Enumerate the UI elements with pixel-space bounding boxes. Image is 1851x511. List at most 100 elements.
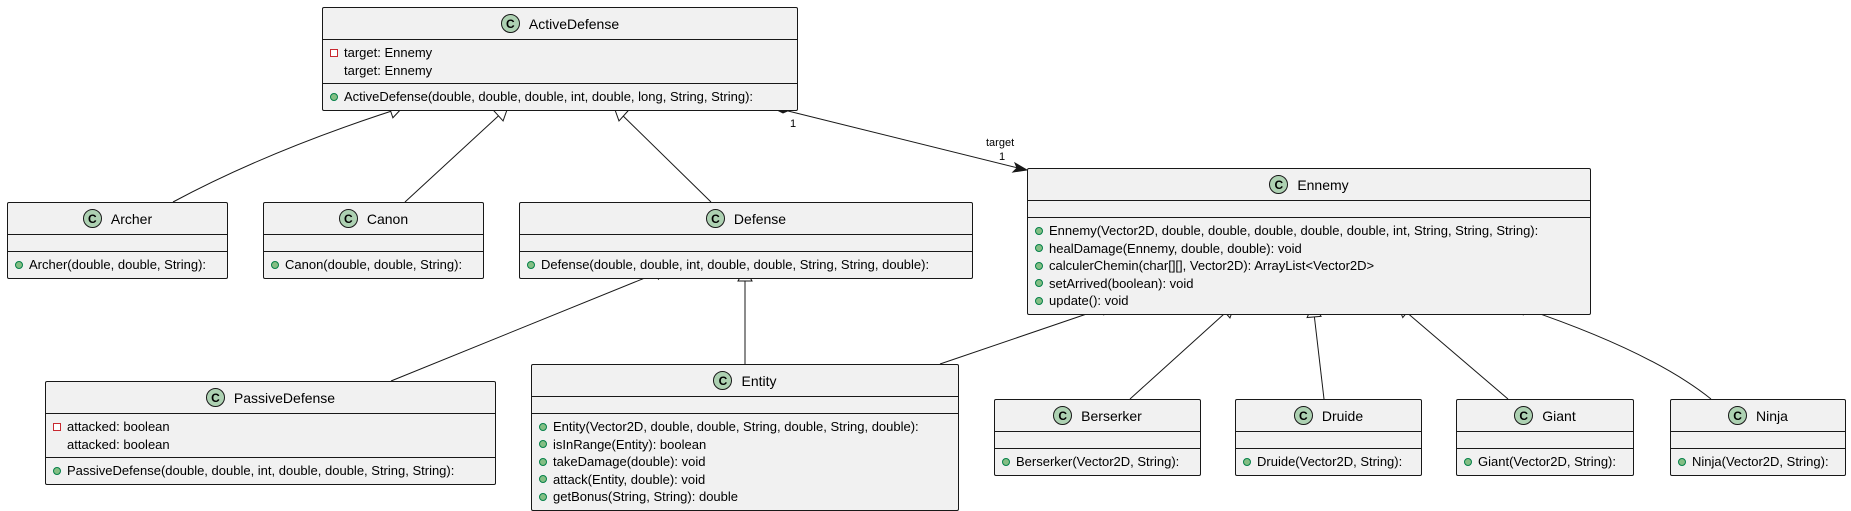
inheritance-line: [390, 268, 668, 382]
class-header: C ActiveDefense: [323, 8, 797, 40]
composition-target-multiplicity: 1: [999, 151, 1006, 163]
public-visibility-icon: [527, 260, 535, 269]
private-visibility-icon: [330, 48, 338, 57]
inheritance-line: [1513, 304, 1712, 400]
member-text: Ninja(Vector2D, String):: [1692, 454, 1829, 469]
class-method[interactable]: getBonus(String, String): double: [539, 488, 958, 506]
member-text: Defense(double, double, int, double, dou…: [541, 257, 930, 272]
class-type-icon: C: [338, 209, 358, 228]
class-type-icon: C: [205, 388, 225, 407]
class-type-icon: C: [1514, 406, 1534, 425]
inheritance-line: [614, 107, 712, 203]
public-visibility-icon: [539, 475, 547, 484]
class-method[interactable]: takeDamage(double): void: [539, 453, 958, 471]
class-method[interactable]: isInRange(Entity): boolean: [539, 436, 958, 454]
class-method[interactable]: healDamage(Ennemy, double, double): void: [1035, 240, 1590, 258]
private-visibility-icon: [53, 422, 61, 431]
class-method[interactable]: attack(Entity, double): void: [539, 471, 958, 489]
member-text: Archer(double, double, String):: [29, 257, 207, 272]
class-method[interactable]: Defense(double, double, int, double, dou…: [527, 256, 972, 274]
inheritance-line: [1129, 304, 1235, 400]
class-method[interactable]: Canon(double, double, String):: [271, 256, 483, 274]
class-method[interactable]: PassiveDefense(double, double, int, doub…: [53, 462, 495, 480]
member-text: Canon(double, double, String):: [285, 257, 463, 272]
public-visibility-icon: [1678, 457, 1686, 466]
class-method[interactable]: calculerChemin(char[][], Vector2D): Arra…: [1035, 257, 1590, 275]
member-text: Entity(Vector2D, double, double, String,…: [553, 419, 919, 434]
class-type-icon: C: [1728, 406, 1748, 425]
class-name: ActiveDefense: [528, 15, 620, 32]
class-type-icon: C: [705, 209, 725, 228]
class-method[interactable]: ActiveDefense(double, double, double, in…: [330, 88, 797, 106]
public-visibility-icon: [53, 466, 61, 475]
inheritance-line: [1312, 304, 1325, 400]
class-method[interactable]: setArrived(boolean): void: [1035, 275, 1590, 293]
class-field[interactable]: target: Ennemy: [330, 44, 797, 62]
class-method[interactable]: Berserker(Vector2D, String):: [1002, 453, 1200, 471]
class-field[interactable]: attacked: boolean: [53, 418, 495, 436]
member-text: ActiveDefense(double, double, double, in…: [344, 89, 754, 104]
public-visibility-icon: [1243, 457, 1251, 466]
public-visibility-icon: [539, 492, 547, 501]
member-text: takeDamage(double): void: [553, 454, 706, 469]
class-method[interactable]: Ninja(Vector2D, String):: [1678, 453, 1845, 471]
class-methods-section: PassiveDefense(double, double, int, doub…: [46, 458, 495, 484]
class-method[interactable]: Druide(Vector2D, String):: [1243, 453, 1421, 471]
public-visibility-icon: [539, 440, 547, 449]
class-method[interactable]: update(): void: [1035, 292, 1590, 310]
class-name: Druide: [1321, 407, 1364, 424]
class-method[interactable]: Ennemy(Vector2D, double, double, double,…: [1035, 222, 1590, 240]
class-method[interactable]: Archer(double, double, String):: [15, 256, 227, 274]
class-fields-section: [1671, 432, 1845, 449]
inheritance-line: [1397, 304, 1509, 400]
class-name: Archer: [110, 210, 153, 227]
member-text: Giant(Vector2D, String):: [1478, 454, 1616, 469]
member-text: Druide(Vector2D, String):: [1257, 454, 1403, 469]
member-text: target: Ennemy: [344, 62, 433, 78]
member-text: setArrived(boolean): void: [1049, 275, 1194, 291]
composition-line: [783, 109, 1019, 169]
composition-source-multiplicity: 1: [790, 118, 797, 130]
class-methods-section: Canon(double, double, String):: [264, 252, 483, 278]
inheritance-line: [404, 107, 508, 203]
composition-arrowhead: [1011, 161, 1029, 173]
class-field[interactable]: target: Ennemy: [330, 62, 797, 80]
member-text: attacked: boolean: [67, 436, 170, 452]
class-field[interactable]: attacked: boolean: [53, 436, 495, 454]
member-text: getBonus(String, String): double: [553, 489, 738, 504]
class-fields-section: [532, 397, 958, 414]
class-fields-section: [520, 235, 972, 252]
public-visibility-icon: [1035, 261, 1043, 270]
class-fields-section: [995, 432, 1200, 449]
class-name: PassiveDefense: [233, 389, 336, 406]
composition-target-role: target: [986, 137, 1015, 149]
class-type-icon: C: [500, 14, 520, 33]
class-method[interactable]: Giant(Vector2D, String):: [1464, 453, 1633, 471]
class-header: C PassiveDefense: [46, 382, 495, 414]
class-type-icon: C: [713, 371, 733, 390]
class-methods-section: Druide(Vector2D, String):: [1236, 449, 1421, 475]
class-methods-section: Archer(double, double, String):: [8, 252, 227, 278]
class-methods-section: ActiveDefense(double, double, double, in…: [323, 84, 797, 110]
class-method[interactable]: Entity(Vector2D, double, double, String,…: [539, 418, 958, 436]
class-methods-section: Ennemy(Vector2D, double, double, double,…: [1028, 218, 1590, 314]
member-text: healDamage(Ennemy, double, double): void: [1049, 240, 1302, 256]
class-fields-section: [1028, 201, 1590, 218]
inheritance-line: [172, 107, 402, 203]
